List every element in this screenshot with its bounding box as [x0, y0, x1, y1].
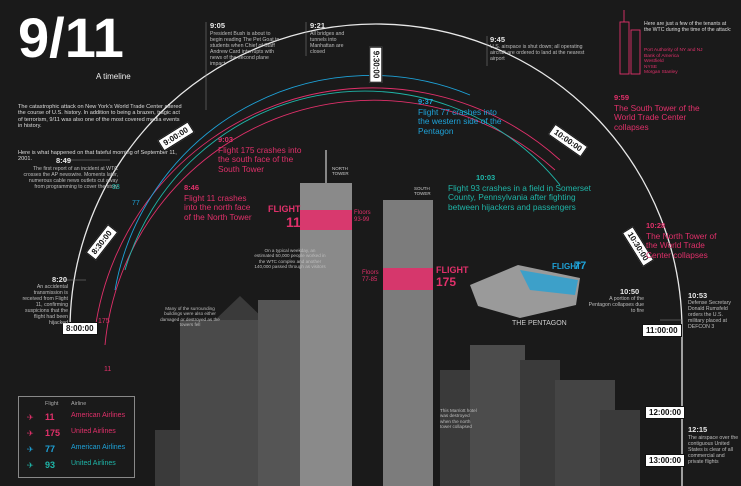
flight-11-floors: Floors 93-99 [354, 210, 371, 223]
plane-icon: ✈ [27, 461, 34, 470]
tenants-list: Port Authority of NY and NJ Bank of Amer… [644, 48, 703, 76]
legend-row: ✈ 77 American Airlines [19, 444, 134, 458]
arc-flight-93: 93 [112, 184, 120, 191]
legend-flight-number: 93 [45, 460, 56, 470]
plane-icon: ✈ [27, 429, 34, 438]
clock-1100: 11:00:00 [642, 324, 682, 337]
clock-1200: 12:00:00 [645, 406, 686, 419]
legend-airline: United Airlines [71, 460, 116, 467]
event-text: The airspace over the contiguous United … [688, 435, 739, 465]
plane-icon: ✈ [27, 413, 34, 422]
flight-175-path [94, 87, 561, 331]
event-time: 10:53 [688, 291, 708, 300]
skyline [155, 296, 640, 486]
flight-175-label-num: 175 [436, 275, 457, 289]
flight-93-path [124, 90, 561, 271]
flight-175-floors: Floors 77-85 [362, 270, 379, 283]
legend-row: ✈ 175 United Airlines [19, 428, 134, 442]
event-text: Flight 93 crashes in a field in Somerset… [448, 183, 591, 212]
north-tower-label: NORTH TOWER [332, 166, 349, 177]
event-time: 9:59 [614, 93, 630, 102]
page-subtitle: A timeline [96, 72, 131, 81]
intro-note: Here is what happened on that fateful mo… [18, 150, 177, 163]
flight-77-label-num: 77 [574, 260, 587, 272]
legend-flight-number: 11 [45, 412, 55, 422]
event-time: 9:37 [418, 97, 434, 106]
clock-1300: 13:00:00 [645, 454, 686, 467]
legend-airline-header: Airline [71, 401, 87, 407]
timeline-arc [69, 23, 683, 331]
page-title: 9/11 [18, 6, 124, 69]
event-text: An accidental transmission is received f… [22, 284, 68, 326]
flight-77-label-word: FLIGHT [552, 262, 581, 271]
event-text: A portion of the Pentagon collapses due … [588, 296, 644, 314]
event-text: The first report of an incident at WTC c… [23, 166, 118, 190]
event-text: Flight 77 crashes into the western side … [418, 107, 502, 136]
event-time: 8:46 [184, 183, 200, 192]
legend-airline: United Airlines [71, 428, 116, 435]
legend-flight-number: 175 [45, 428, 61, 438]
flight-legend: Flight Airline ✈ 11 American Airlines ✈ … [18, 396, 135, 478]
arc-flight-175: 175 [98, 318, 110, 325]
event-text: U.S. airspace is shut down; all operatin… [490, 44, 585, 62]
south-tower [383, 200, 433, 486]
tower-outline-icon [619, 10, 641, 75]
event-time: 10:50 [620, 287, 640, 296]
marriott-note: This Marriott hotel was destroyed when t… [440, 408, 477, 429]
flight-77-path [114, 75, 471, 291]
south-tower-impact [383, 268, 433, 290]
event-time: 12:15 [688, 425, 708, 434]
legend-airline: American Airlines [71, 444, 126, 451]
flight-11-path [104, 99, 556, 346]
north-tower [300, 183, 352, 486]
event-time: 10:28 [646, 221, 666, 230]
event-time: 9:03 [218, 135, 234, 144]
event-text: The South Tower of the World Trade Cente… [614, 103, 700, 132]
surround-note: Many of the surrounding buildings were a… [160, 306, 220, 327]
legend-flight-header: Flight [45, 401, 59, 407]
flight-175-label-word: FLIGHT [436, 265, 469, 275]
north-tower-impact [300, 210, 352, 230]
pentagon-label: THE PENTAGON [512, 320, 567, 327]
event-text: Flight 11 crashes into the north face of… [184, 193, 252, 222]
clock-0800: 8:00:00 [62, 322, 98, 335]
event-time: 10:03 [476, 173, 496, 182]
event-time: 9:21 [310, 21, 326, 30]
event-time: 9:05 [210, 21, 226, 30]
event-text: President Bush is about to begin reading… [210, 31, 280, 67]
south-tower-label: SOUTH TOWER [414, 186, 431, 197]
event-text: The North Tower of the World Trade Cente… [646, 231, 717, 260]
pentagon-impact [520, 270, 578, 295]
event-text: Defense Secretary Donald Rumsfeld orders… [688, 300, 731, 330]
event-time: 9:45 [490, 35, 506, 44]
legend-flight-number: 77 [45, 444, 56, 454]
event-text: Flight 175 crashes into the south face o… [218, 145, 302, 174]
arc-flight-77: 77 [132, 200, 140, 207]
intro-paragraph: The catastrophic attack on New York's Wo… [18, 104, 182, 130]
event-time: 8:20 [52, 275, 68, 284]
plane-icon: ✈ [27, 445, 34, 454]
flight-11-label-word: FLIGHT [268, 204, 301, 214]
arc-flight-11: 11 [104, 366, 112, 373]
clock-0930: 9:30:00 [369, 46, 383, 83]
legend-airline: American Airlines [71, 412, 126, 419]
tenants-intro: Here are just a few of the tenants at th… [644, 21, 732, 33]
event-time: 8:49 [56, 156, 72, 165]
flight-11-label-num: 11 [286, 214, 301, 230]
event-text: All bridges and tunnels into Manhattan a… [310, 31, 345, 55]
legend-row: ✈ 93 United Airlines [19, 460, 134, 474]
legend-row: ✈ 11 American Airlines [19, 412, 134, 426]
weekday-note: On a typical weekday, an estimated 50,00… [254, 248, 326, 269]
